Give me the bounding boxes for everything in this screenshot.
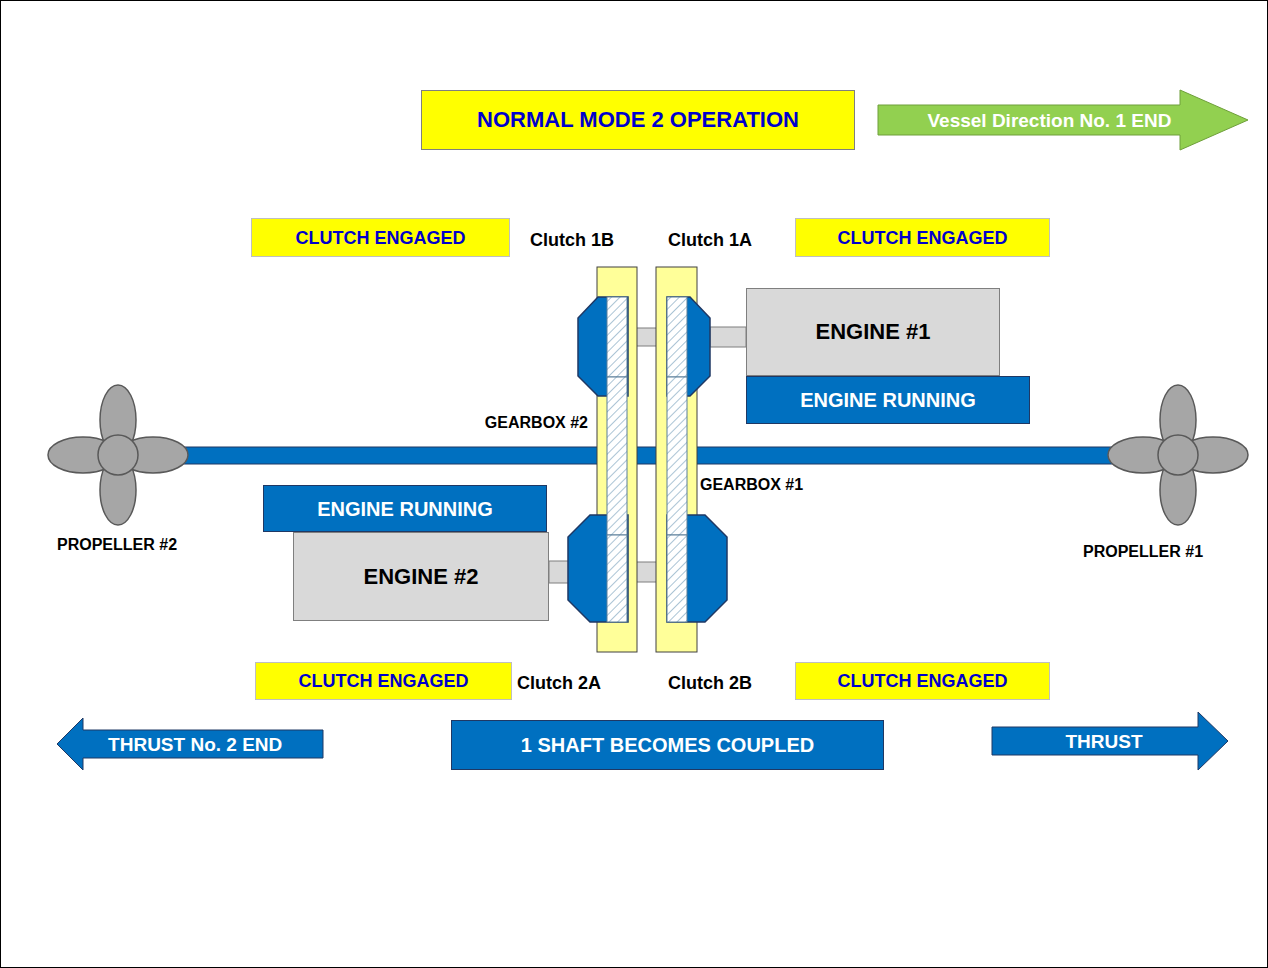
part-label: Clutch 2A [517, 674, 601, 692]
status-box: CLUTCH ENGAGED [795, 662, 1050, 700]
text-holder: CLUTCH ENGAGED [252, 219, 509, 256]
status-bar: ENGINE RUNNING [746, 376, 1030, 424]
status-bar: 1 SHAFT BECOMES COUPLED [451, 720, 884, 770]
text-holder: ENGINE #1 [747, 289, 999, 375]
coupling-shaft [710, 327, 746, 347]
node-text: CLUTCH ENGAGED [296, 229, 466, 247]
gear-band [667, 377, 687, 535]
text-holder: THRUST [992, 712, 1216, 770]
propeller-symbol [1108, 385, 1248, 525]
engine-box: ENGINE #2 [293, 532, 549, 621]
part-label: PROPELLER #1 [1083, 544, 1203, 560]
node-text: ENGINE RUNNING [800, 390, 976, 410]
text-holder: 1 SHAFT BECOMES COUPLED [452, 721, 883, 769]
propeller-symbol [48, 385, 188, 525]
gear-band [607, 377, 627, 535]
engine-box: ENGINE #1 [746, 288, 1000, 376]
gear-band [667, 297, 687, 377]
node-text: CLUTCH ENGAGED [838, 672, 1008, 690]
text-holder: ENGINE RUNNING [747, 377, 1029, 423]
text-holder: ENGINE #2 [294, 533, 548, 620]
gear-band [667, 535, 687, 622]
status-box: CLUTCH ENGAGED [795, 218, 1050, 257]
part-label: PROPELLER #2 [57, 537, 177, 553]
arrow-outline [878, 90, 1248, 150]
status-bar: ENGINE RUNNING [263, 485, 547, 532]
propeller-hub [98, 435, 138, 475]
part-label: Clutch 2B [668, 674, 752, 692]
node-text: CLUTCH ENGAGED [838, 229, 1008, 247]
text-holder: CLUTCH ENGAGED [796, 663, 1049, 699]
propeller-shaft [150, 447, 1140, 464]
part-label: Clutch 1A [668, 231, 752, 249]
title-box: NORMAL MODE 2 OPERATION [421, 90, 855, 150]
node-text: ENGINE #2 [364, 566, 479, 588]
part-label: GEARBOX #2 [485, 415, 588, 431]
thrust-arrow: THRUST No. 2 END [57, 718, 323, 770]
gear-band [607, 297, 627, 377]
text-holder: CLUTCH ENGAGED [796, 219, 1049, 256]
text-holder: ENGINE RUNNING [264, 486, 546, 531]
thrust-arrow: THRUST [992, 712, 1228, 770]
propeller-hub [1158, 435, 1198, 475]
direction-arrow: Vessel Direction No. 1 END [878, 90, 1248, 150]
node-text: Vessel Direction No. 1 END [927, 111, 1171, 130]
status-box: CLUTCH ENGAGED [255, 662, 512, 700]
coupling-shaft [549, 561, 569, 583]
text-holder: CLUTCH ENGAGED [256, 663, 511, 699]
arrow-outline [57, 718, 323, 770]
node-text: 1 SHAFT BECOMES COUPLED [521, 735, 814, 755]
part-label: Clutch 1B [530, 231, 614, 249]
node-text: THRUST [1065, 732, 1142, 751]
text-holder: Vessel Direction No. 1 END [878, 90, 1221, 150]
node-text: ENGINE RUNNING [317, 499, 493, 519]
node-text: THRUST No. 2 END [108, 735, 282, 754]
gear-band [607, 535, 627, 622]
node-text: CLUTCH ENGAGED [299, 672, 469, 690]
part-label: GEARBOX #1 [700, 477, 803, 493]
arrow-outline [992, 712, 1228, 770]
node-text: ENGINE #1 [816, 321, 931, 343]
text-holder: THRUST No. 2 END [67, 718, 323, 770]
status-box: CLUTCH ENGAGED [251, 218, 510, 257]
